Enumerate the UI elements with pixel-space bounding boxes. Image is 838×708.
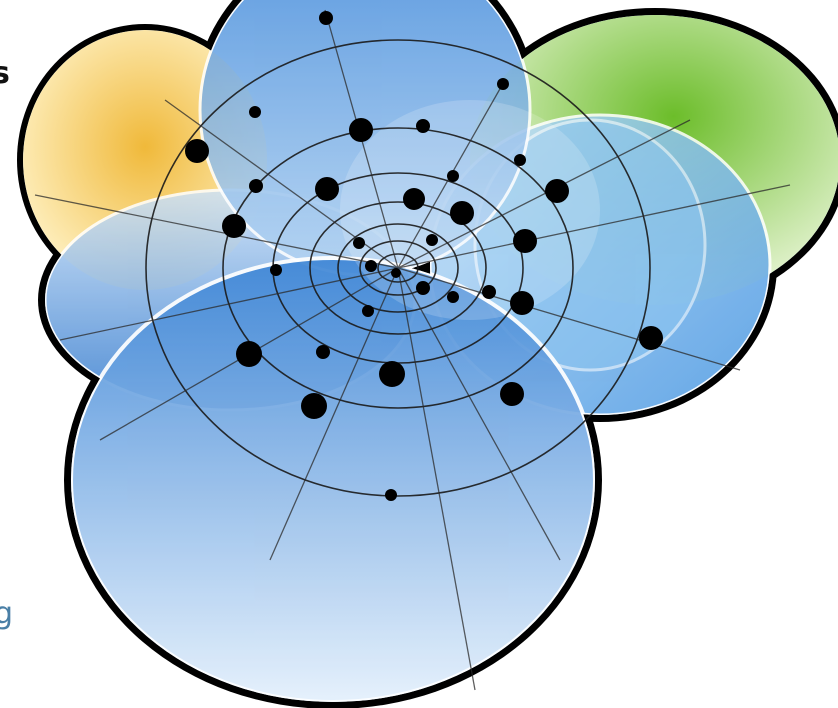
partial-text-fragment-top: s xyxy=(0,56,10,91)
partial-text-fragment-bottom: g xyxy=(0,596,13,631)
